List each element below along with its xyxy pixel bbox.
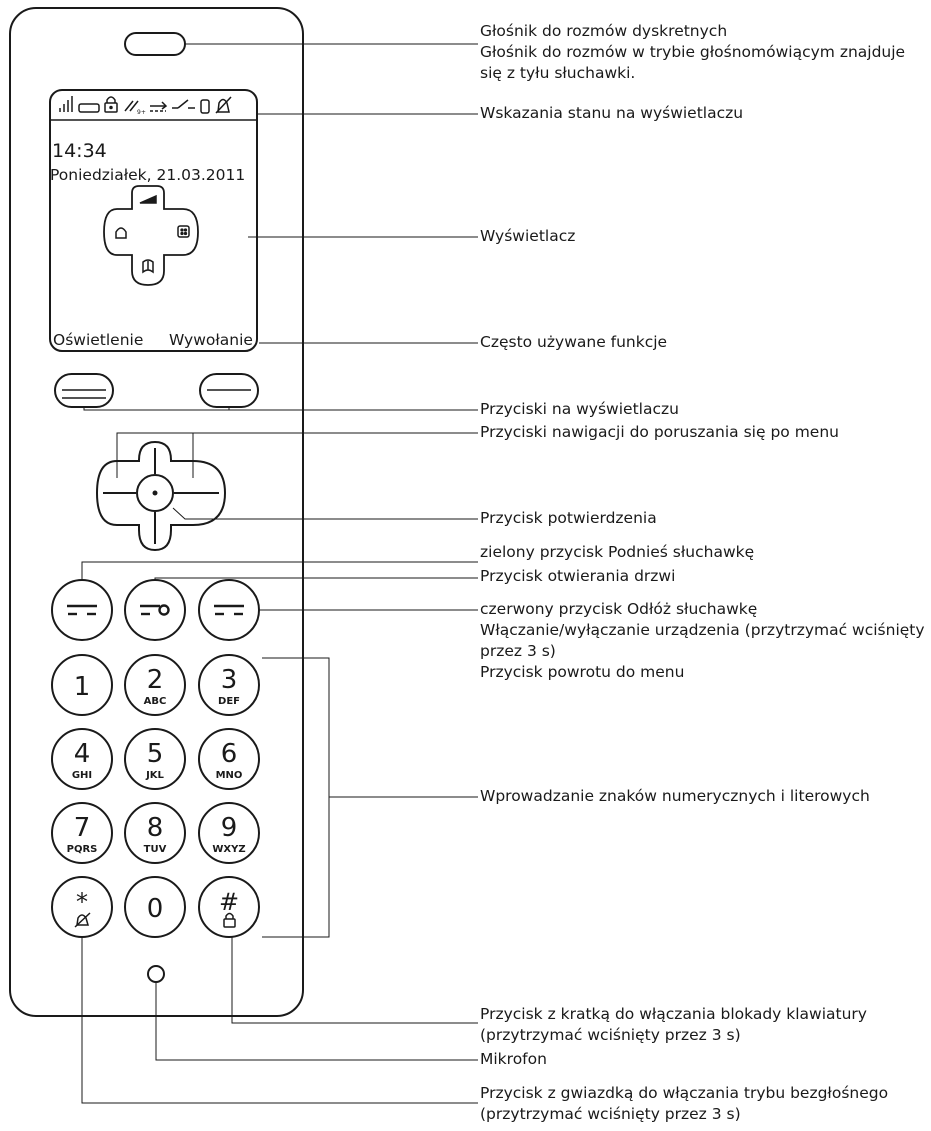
earpiece-speaker: [124, 32, 186, 56]
svg-text:9+: 9+: [137, 109, 146, 116]
leader-lines: [81, 43, 478, 1104]
annotation-confirm: Przycisk potwierdzenia: [480, 509, 657, 527]
handset-off-icon: [172, 99, 195, 109]
key-digit-label: 9: [221, 813, 238, 843]
transfer-icon: [150, 101, 168, 112]
signal-icon: [59, 96, 73, 112]
green-pickup-button[interactable]: [51, 579, 113, 641]
navigation-keys[interactable]: [95, 440, 227, 552]
key-letters-label: MNO: [216, 770, 243, 781]
door-key-icon: [140, 604, 170, 616]
key-letters-label: TUV: [144, 844, 167, 855]
star-mute-icon: [74, 912, 91, 928]
key-digit-label: 3: [221, 665, 238, 695]
key-0[interactable]: [124, 876, 186, 938]
display-screen: [49, 89, 258, 352]
red-hangup-button[interactable]: [198, 579, 260, 641]
key-digit-label: 2: [147, 665, 164, 695]
key-digit-label: 0: [147, 894, 164, 924]
softkey-right-label: Wywołanie: [169, 331, 253, 349]
annotation-alnum: Wprowadzanie znaków numerycznych i liter…: [480, 787, 870, 805]
screen-menu-icon: [177, 225, 190, 238]
screen-volume-icon: [139, 194, 157, 204]
key-letters-label: DEF: [218, 696, 240, 707]
key-digit-label: 8: [147, 813, 164, 843]
annotation-hash: Przycisk z kratką do włączania blokady k…: [480, 1005, 867, 1044]
key-digit-label: 4: [74, 739, 91, 769]
annotation-mic: Mikrofon: [480, 1050, 547, 1068]
hash-lock-icon: [223, 912, 236, 928]
key-7[interactable]: [51, 802, 113, 864]
annotation-display: Wyświetlacz: [480, 227, 576, 245]
annotation-display-keys: Przyciski na wyświetlaczu: [480, 400, 679, 418]
key-digit-label: *: [76, 888, 88, 916]
softkey-left-label: Oświetlenie: [53, 331, 143, 349]
annotation-status: Wskazania stanu na wyświetlaczu: [480, 104, 744, 122]
door-open-button[interactable]: [124, 579, 186, 641]
screen-time: 14:34: [52, 140, 107, 162]
screen-home-icon: [115, 227, 127, 239]
key-digit-label: 7: [74, 813, 91, 843]
annotation-door: Przycisk otwierania drzwi: [480, 567, 676, 585]
status-icons: 9+: [59, 96, 232, 116]
key-6[interactable]: [198, 728, 260, 790]
key-9[interactable]: [198, 802, 260, 864]
screen-date: Poniedziałek, 21.03.2011: [50, 166, 245, 184]
confirm-button[interactable]: [136, 474, 174, 512]
key-letters-label: GHI: [72, 770, 92, 781]
key-letters-label: ABC: [144, 696, 167, 707]
key-digit-label: 1: [74, 672, 91, 702]
handset-icon: [200, 99, 210, 114]
key-letters-label: PQRS: [67, 844, 98, 855]
screen-nav-cross: [103, 185, 199, 286]
lock-icon: [104, 96, 118, 113]
screen-book-icon: [142, 259, 154, 274]
key-4[interactable]: [51, 728, 113, 790]
key-8[interactable]: [124, 802, 186, 864]
annotation-star: Przycisk z gwiazdką do włączania trybu b…: [480, 1084, 889, 1123]
key-digit-label: 5: [147, 739, 164, 769]
microphone: [147, 965, 165, 983]
annotation-green: zielony przycisk Podnieś słuchawkę: [480, 543, 755, 561]
key-digit-label: #: [219, 888, 239, 916]
hangup-icon: [214, 604, 244, 616]
key-3[interactable]: [198, 654, 260, 716]
battery-icon: [78, 103, 100, 113]
call-forward-icon: 9+: [124, 100, 146, 116]
key-digit-label: 6: [221, 739, 238, 769]
key-1[interactable]: [51, 654, 113, 716]
key-hash[interactable]: [198, 876, 260, 938]
key-letters-label: JKL: [145, 770, 164, 781]
key-letters-label: WXYZ: [212, 844, 245, 855]
annotation-functions: Często używane funkcje: [480, 333, 668, 351]
key-5[interactable]: [124, 728, 186, 790]
pickup-icon: [67, 604, 97, 616]
annotation-nav-keys: Przyciski nawigacji do poruszania się po…: [480, 423, 839, 441]
mute-bell-icon: [215, 96, 232, 114]
key-2[interactable]: [124, 654, 186, 716]
